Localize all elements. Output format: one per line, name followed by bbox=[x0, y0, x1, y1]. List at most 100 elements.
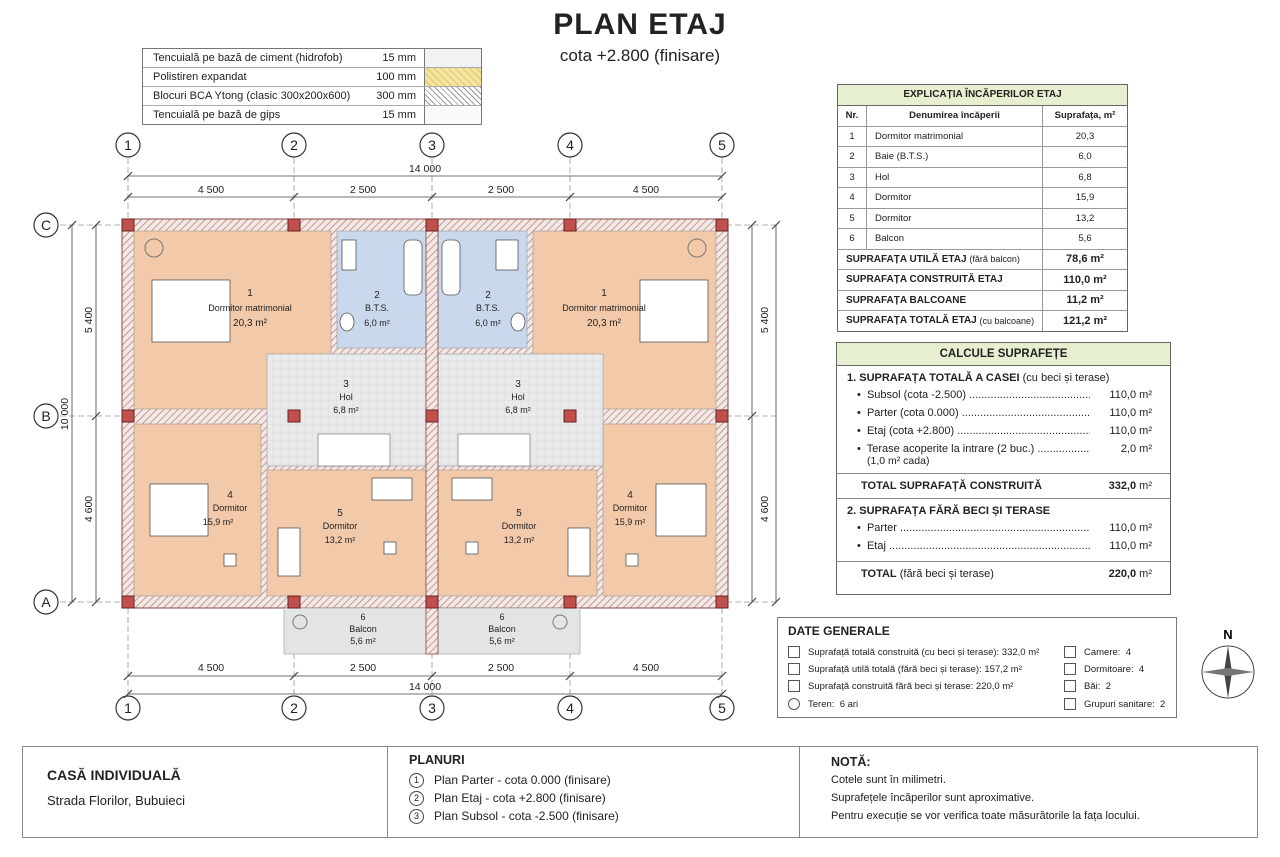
cell: Balcon bbox=[867, 229, 1043, 249]
total-label: TOTAL bbox=[861, 568, 897, 580]
project-name: CASĂ INDIVIDUALĂ bbox=[47, 767, 181, 783]
calc-item-value: 110,0 m² bbox=[1109, 407, 1152, 419]
legend-swatch bbox=[424, 106, 481, 124]
door-icon bbox=[1064, 646, 1076, 658]
cell: Dormitor matrimonial bbox=[867, 126, 1043, 146]
col-header: Nr. bbox=[838, 106, 867, 126]
room-area: 6,8 m² bbox=[505, 405, 531, 415]
total-unit: m² bbox=[1090, 294, 1104, 307]
cell: Hol bbox=[867, 167, 1043, 187]
dimension-label: 4 500 bbox=[633, 184, 659, 196]
total-label: SUPRAFAȚA CONSTRUITĂ ETAJ bbox=[846, 274, 1003, 286]
calc-item-sub: (1,0 m² cada) bbox=[867, 455, 930, 467]
general-data: DATE GENERALE Suprafață totală construit… bbox=[777, 617, 1177, 718]
room-area: 15,9 m² bbox=[203, 517, 234, 527]
axis-bubble bbox=[709, 132, 735, 158]
room-area: 13,2 m² bbox=[325, 535, 356, 545]
general-item: Dormitoare: 4 bbox=[1064, 663, 1144, 675]
room-number: 2 bbox=[374, 290, 380, 301]
room-name: Dormitor bbox=[502, 521, 537, 531]
cell: 20,3 bbox=[1075, 130, 1095, 142]
legend-value: 100 mm bbox=[376, 71, 416, 83]
plant-icon bbox=[144, 238, 164, 258]
chair bbox=[383, 541, 397, 555]
room-area: 20,3 m² bbox=[233, 318, 268, 329]
rooms-table: EXPLICAȚIA ÎNCĂPERILOR ETAJ Nr. Denumire… bbox=[837, 84, 1128, 332]
desk bbox=[451, 477, 493, 501]
total-note: (fără beci și terase) bbox=[899, 568, 994, 580]
room-area: 15,9 m² bbox=[615, 517, 646, 527]
axis-bubble bbox=[115, 695, 141, 721]
cell: 3 bbox=[838, 167, 867, 187]
room-number: 1 bbox=[247, 288, 253, 299]
chair bbox=[465, 541, 479, 555]
bed bbox=[149, 483, 209, 537]
general-item: Camere: 4 bbox=[1064, 646, 1131, 658]
room-name: Balcon bbox=[349, 624, 377, 634]
legend-name: Tencuială pe bază de gips bbox=[153, 109, 281, 121]
rooms-table-title: EXPLICAȚIA ÎNCĂPERILOR ETAJ bbox=[838, 85, 1127, 106]
general-item: Teren: 6 ari bbox=[788, 698, 858, 710]
calc-item-value: 110,0 m² bbox=[1109, 540, 1152, 552]
total-unit: m² bbox=[1093, 273, 1107, 286]
dimension-label: 14 000 bbox=[409, 681, 441, 693]
calc-item: • Etaj .................................… bbox=[857, 540, 1152, 552]
dimension-label: 4 600 bbox=[759, 496, 771, 522]
plan-label: Plan Etaj - cota +2.800 (finisare) bbox=[434, 791, 606, 805]
page-subtitle: cota +2.800 (finisare) bbox=[559, 46, 721, 65]
calc-item: • Terase acoperite la intrare (2 buc.) .… bbox=[857, 443, 1152, 455]
plans-title: PLANURI bbox=[409, 753, 465, 767]
general-item: Băi: 2 bbox=[1064, 680, 1111, 692]
dimension-label: 4 500 bbox=[198, 662, 224, 674]
room-area: 6,8 m² bbox=[333, 405, 359, 415]
plant-icon bbox=[552, 614, 568, 630]
floor-plan: 1 2 3 4 5 1 2 3 4 5 C B A 14 000 4 500 bbox=[33, 132, 780, 721]
wardrobe bbox=[277, 527, 301, 577]
total-value: 11,2 bbox=[1066, 294, 1088, 307]
legend-name: Polistiren expandat bbox=[153, 71, 247, 83]
axis-label: 3 bbox=[428, 137, 436, 153]
calc-item: • Parter ...............................… bbox=[857, 522, 1152, 534]
total-value: 121,2 bbox=[1062, 314, 1091, 327]
general-item: Suprafață utilă totală (fără beci și ter… bbox=[788, 663, 1022, 675]
party-wall bbox=[425, 607, 439, 655]
general-value: 220,0 m² bbox=[975, 680, 1014, 692]
total-label: SUPRAFAȚA TOTALĂ ETAJ bbox=[846, 315, 977, 327]
bed-icon bbox=[1064, 663, 1076, 675]
legend-name: Blocuri BCA Ytong (clasic 300x200x600) bbox=[153, 90, 351, 102]
cell: Dormitor bbox=[867, 188, 1043, 208]
axis-label: A bbox=[41, 594, 51, 610]
chair bbox=[625, 553, 639, 567]
note-line: Suprafețele încăperilor sunt aproximativ… bbox=[831, 792, 1034, 804]
general-value: 4 bbox=[1138, 663, 1145, 675]
room-name: Dormitor matrimonial bbox=[208, 303, 292, 313]
general-value: 4 bbox=[1125, 646, 1132, 658]
north-arrow-icon: N bbox=[1201, 627, 1255, 699]
room-name: Dormitor matrimonial bbox=[562, 303, 646, 313]
room-number: 2 bbox=[485, 290, 491, 301]
title-block: CASĂ INDIVIDUALĂ Strada Florilor, Bubuie… bbox=[22, 746, 1258, 838]
cell: 6,0 bbox=[1078, 151, 1092, 163]
cell: 4 bbox=[838, 188, 867, 208]
legend-row: Tencuială pe bază de gips 15 mm bbox=[143, 106, 481, 124]
calc-item-name: Parter (cota 0.000) ....................… bbox=[866, 407, 1090, 419]
total-note: (fără balcon) bbox=[969, 254, 1020, 265]
room-name: B.T.S. bbox=[476, 303, 500, 313]
general-title: DATE GENERALE bbox=[788, 624, 890, 638]
general-label: Dormitoare: bbox=[1084, 663, 1134, 675]
calc-item-name: Etaj (cota +2.800) .....................… bbox=[866, 425, 1090, 437]
dimension-label: 4 600 bbox=[83, 496, 95, 522]
total-label: TOTAL SUPRAFAȚĂ CONSTRUITĂ bbox=[861, 480, 1042, 492]
col-header: Suprafața, m² bbox=[1054, 110, 1116, 122]
general-value: 2 bbox=[1160, 698, 1166, 710]
room-area: 5,6 m² bbox=[489, 636, 515, 646]
cell: 1 bbox=[838, 126, 867, 146]
general-label: Băi: bbox=[1084, 680, 1101, 692]
